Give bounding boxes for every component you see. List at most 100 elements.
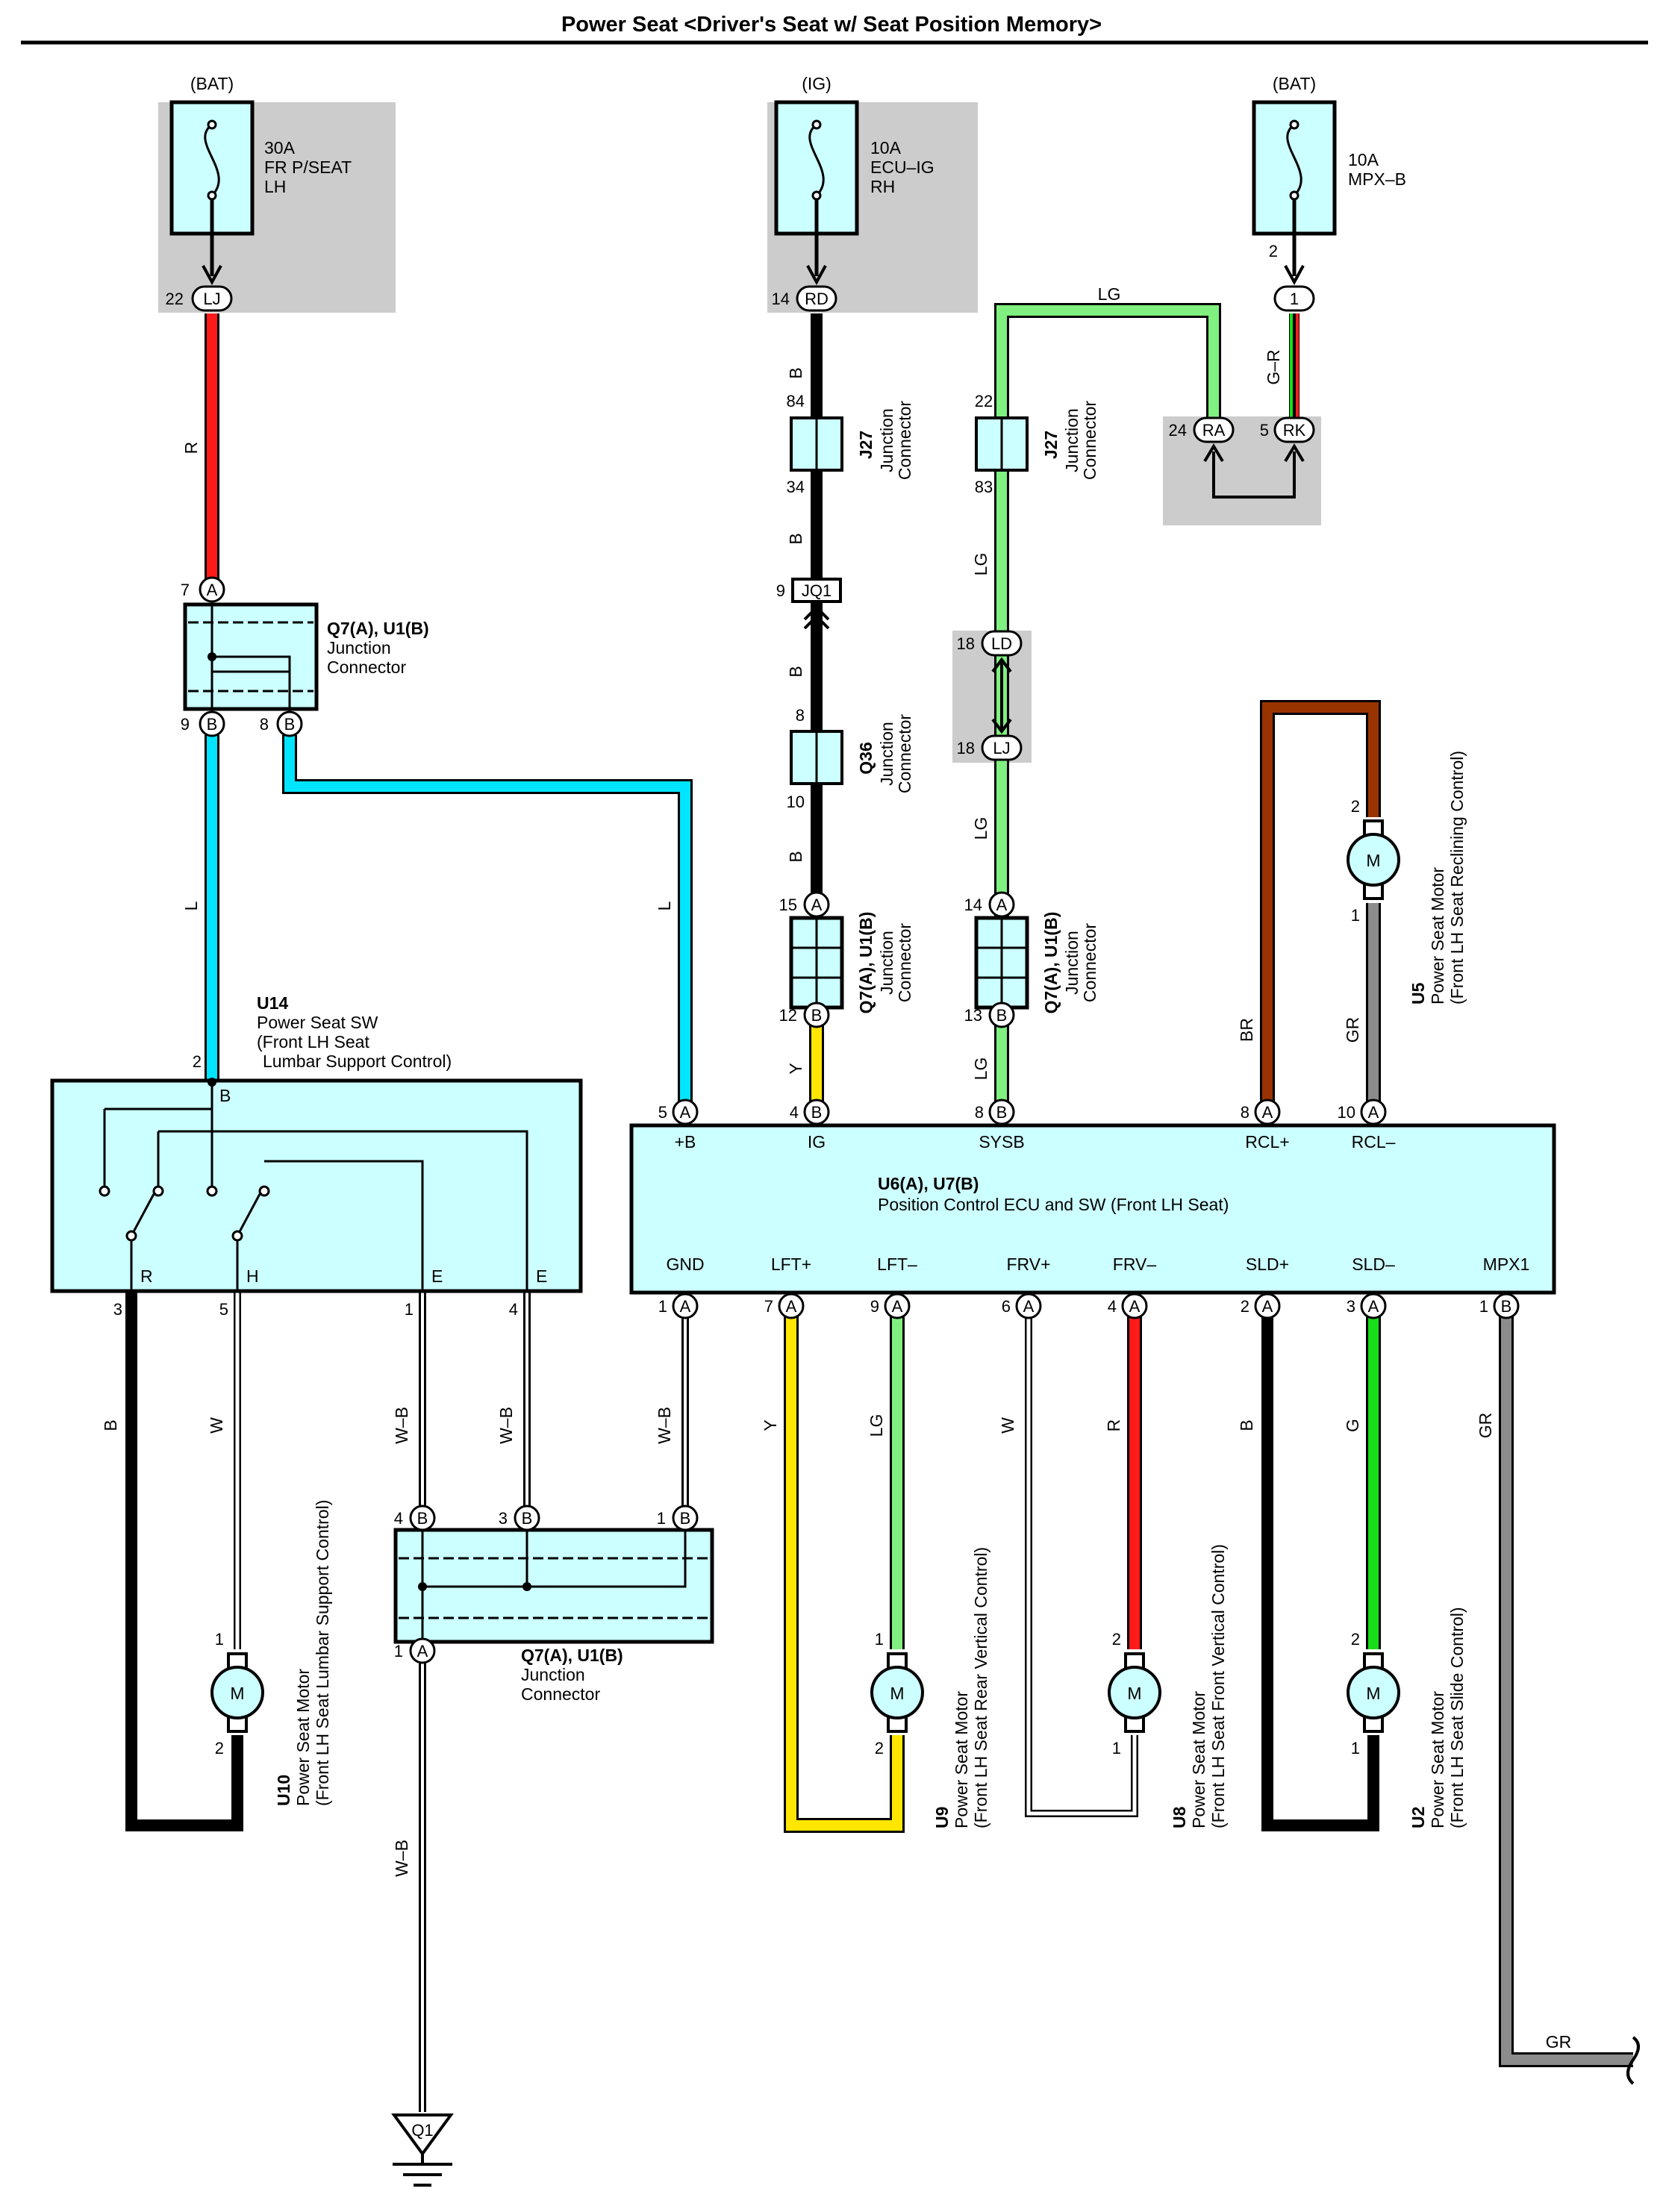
motor-u2-pin-bottom: 1 [1351,1739,1360,1758]
ecu-top-pin-1 [803,1099,830,1125]
q7-bottom-pin-b1 [672,1505,699,1531]
ecu-top-pin-2 [988,1099,1015,1125]
ground-q1-symbol [393,2154,452,2187]
ecu-bottom-pin-3 [1015,1293,1042,1319]
ecu-top-pin-4 [1360,1099,1387,1125]
u14-top-pin: 2 [193,1052,202,1071]
ecu-bottom-pin-4 [1121,1293,1148,1319]
motor-u10-symbol-label: M [230,1684,244,1703]
wl-gr-mpxb: G–R [1264,349,1283,384]
ecu-top-label-1: IG [808,1132,826,1152]
pill-ld [981,630,1023,657]
q7-bottom-node-1 [522,1582,531,1591]
ecu-bottom-label-0: GND [666,1255,704,1274]
pin-ra: 24 [1169,421,1187,440]
wl-gr-rcl: GR [1343,1017,1362,1043]
ecu-name: Position Control ECU and SW (Front LH Se… [878,1195,1229,1214]
q7-bottom-pin-b1-num: 1 [657,1509,666,1528]
motor-u2-code: U2 [1408,1807,1428,1828]
u14-top-label: B [219,1086,231,1105]
motor-u10-pin-bottom: 2 [215,1739,224,1758]
q7-mr-pin-b-label: B [996,1006,1008,1025]
pill-lj-mid [981,734,1023,761]
ecu-bottom-pin-5 [1254,1293,1281,1319]
wire-b-u10 [125,1291,243,1831]
ecu-bottom-pin-num-6: 3 [1347,1297,1355,1316]
wl-b-sld: B [1237,1419,1256,1431]
motor-u2-symbol [1347,1666,1400,1719]
motor-u10-pin-top: 1 [215,1630,224,1649]
u14-bottom-pin-1: 1 [405,1300,414,1319]
q7-top-pin-a [199,576,225,603]
motor-u8-pin-top: 2 [1112,1630,1121,1649]
q7-bottom-pin-b4 [409,1505,436,1531]
motor-u2-name-2: (Front LH Seat Slide Control) [1447,1607,1467,1828]
u14-blade-h [236,1193,261,1291]
pin-rk: 5 [1260,421,1269,440]
ecu-top-pin-3 [1254,1099,1281,1125]
pin-lj-mid: 18 [957,739,975,757]
j27-left-name-2: Connector [895,401,914,480]
ecu-top-pin-num-0: 5 [658,1103,667,1122]
wire-y-lft-fill [786,1306,902,1831]
motor-u8-code: U8 [1170,1806,1189,1828]
jq1-chevron [803,605,830,630]
q7-bottom-name-1: Junction [521,1665,585,1684]
q7-bottom-name-2: Connector [521,1684,600,1704]
q7-top-pin-a-num: 7 [181,581,190,599]
q7-mr-pin-b [988,1002,1015,1028]
motor-u5-symbol [1347,833,1400,887]
motor-u10-name-1: Power Seat Motor [293,1669,313,1806]
ecu-bottom-pin-conn-7: B [1501,1297,1512,1316]
q7-mr-pin-a-label: A [996,896,1008,914]
wl-b-ig1: B [786,367,805,378]
pill-ra [1193,416,1235,443]
pin-mpxb: 2 [1269,242,1278,260]
ecu-bottom-pin-num-1: 7 [764,1297,773,1316]
pill-mpxb-1-label: 1 [1290,290,1299,308]
fuse-label-bat1-2: FR P/SEAT [264,157,352,177]
wire-b-sld [1261,1306,1379,1831]
j27-right-name-2: Connector [1080,401,1099,480]
ecu-bottom-pin-2 [884,1293,911,1319]
ecu-bottom-pin-conn-3: A [1023,1297,1035,1316]
motor-u9-code: U9 [932,1807,952,1828]
q7-top-code: Q7(A), U1(B) [327,619,429,638]
pill-rk-label: RK [1283,421,1306,440]
wl-br: BR [1237,1018,1256,1042]
wire-break-symbol [1626,2036,1640,2085]
supply-label-bat2: (BAT) [1273,74,1316,93]
motor-u5-symbol-label: M [1366,851,1380,870]
q7-top-pin-a-label: A [207,581,218,599]
q7-ml-grid [791,918,842,1007]
motor-u9-symbol-label: M [890,1684,904,1703]
j27-right-pin-bottom: 83 [975,478,993,496]
pill-rd [796,285,837,312]
motor-u5-name-2: (Front LH Seat Reclining Control) [1447,751,1467,1005]
motor-u9-symbol [870,1666,924,1719]
ecu-top-pin-num-2: 8 [975,1103,984,1122]
u14-blade-h-pivot [231,1230,243,1242]
ecu-box [629,1123,1556,1295]
fuse-ig [774,100,859,286]
motor-u9-name-2: (Front LH Seat Rear Vertical Control) [971,1547,990,1828]
wl-lg2: LG [971,553,990,576]
wl-gr-mpx1: GR [1476,1413,1495,1439]
fuse-label-bat2-2: MPX–B [1348,169,1406,189]
wl-b-ig3: B [786,666,805,677]
ecu-bottom-pin-num-5: 2 [1241,1297,1249,1316]
ecu-bottom-pin-1 [778,1293,805,1319]
pill-lj-top-label: LJ [203,290,220,308]
wire-l-right-fill [284,735,690,1112]
j27-right-pin-top: 22 [975,392,993,410]
q7-bottom-pin-b3-num: 3 [499,1509,508,1528]
motor-u8-pin-bottom: 1 [1112,1739,1121,1758]
ecu-bottom-pin-conn-0: A [680,1297,691,1316]
q7-bottom-pin-a-num: 1 [394,1642,403,1660]
q7-bottom-node-2 [418,1582,427,1591]
wl-b-ig4: B [786,851,805,862]
ecu-bottom-pin-conn-6: A [1368,1297,1379,1316]
ecu-bottom-pin-conn-2: A [892,1297,903,1316]
